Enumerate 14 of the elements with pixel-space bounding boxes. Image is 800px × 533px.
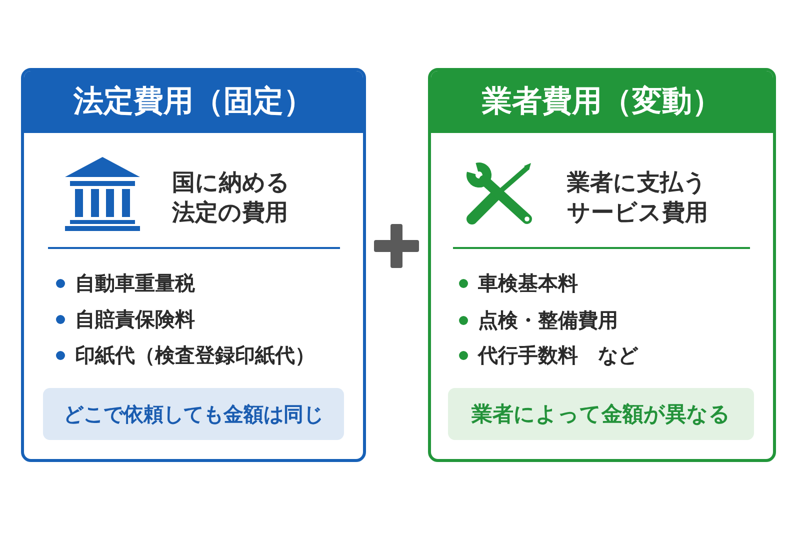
cost-card: [428, 68, 776, 462]
list-item: 点検・整備費用: [478, 307, 618, 334]
cost-card: [21, 68, 366, 462]
list-item: 自動車重量税: [75, 270, 195, 297]
list-item: 代行手数料 など: [478, 342, 638, 369]
description-text: 国に納める法定の費用: [172, 169, 291, 228]
title-banner: 業者費用（変動）: [431, 71, 773, 133]
list-item: 印紙代（検査登録印紙代）: [75, 342, 315, 369]
list-item: 車検基本料: [478, 270, 578, 297]
description-text: 業者に支払うサービス費用: [567, 169, 709, 228]
list-item: 自賠責保険料: [75, 306, 195, 333]
note-box: どこで依頼しても金額は同じ: [43, 388, 344, 440]
note-box: 業者によって金額が異なる: [448, 388, 754, 440]
title-banner: 法定費用（固定）: [24, 71, 363, 133]
